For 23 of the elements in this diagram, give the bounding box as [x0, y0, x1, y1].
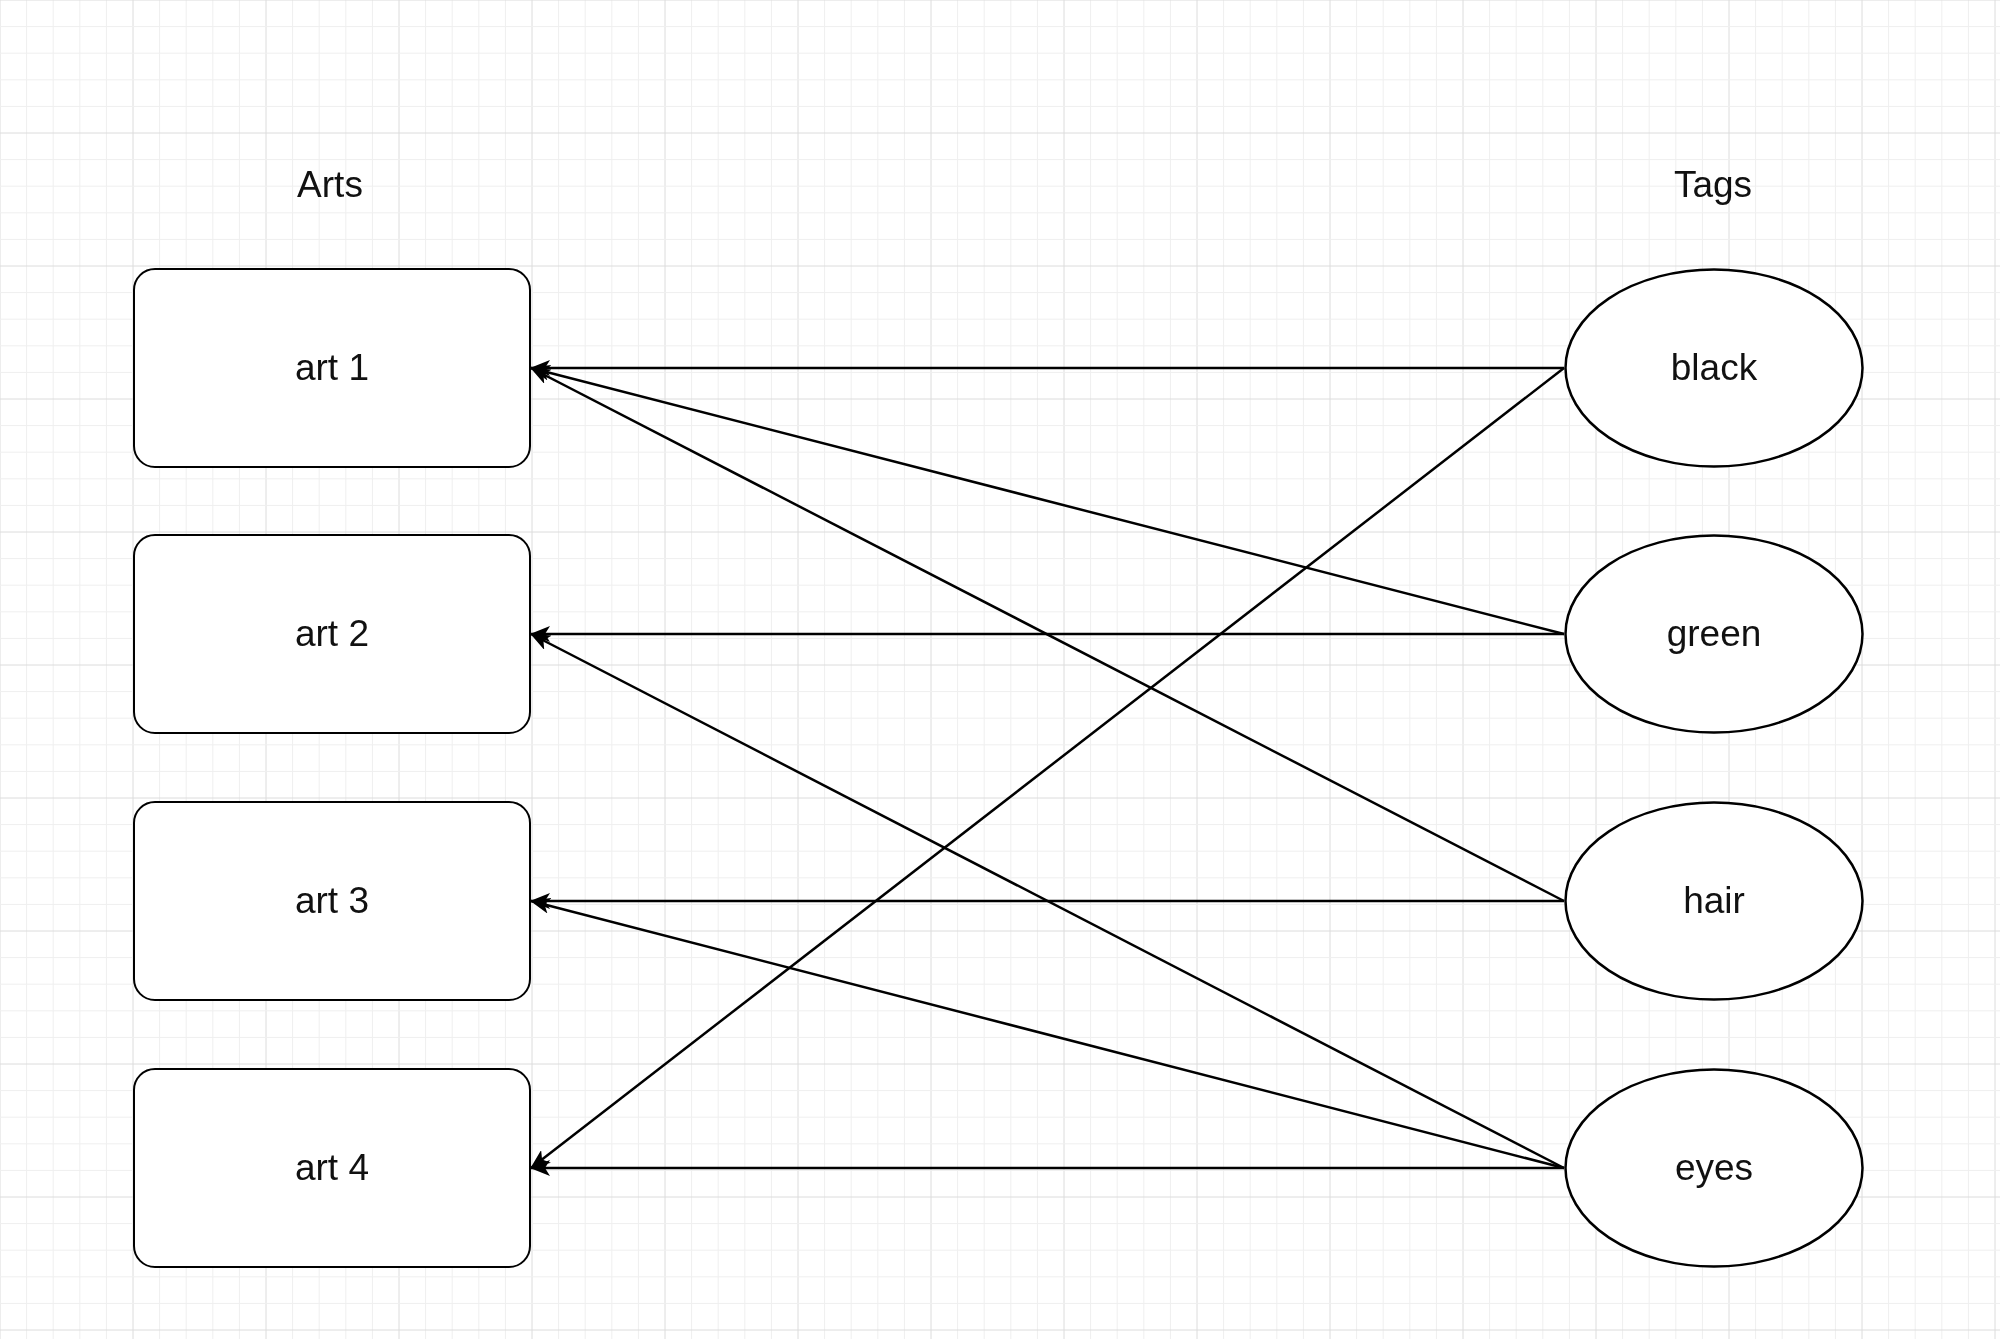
ellipse-node	[1564, 801, 1864, 1001]
node-label: art 3	[294, 880, 369, 922]
arrow	[530, 366, 1565, 903]
rounded-box	[133, 268, 531, 468]
node-label: green	[1666, 613, 1762, 655]
node-label: art 4	[294, 1147, 369, 1189]
arrow	[530, 632, 1565, 1170]
column-heading: Tags	[1673, 164, 1753, 206]
rounded-box	[133, 534, 531, 734]
ellipse-node	[1564, 268, 1864, 468]
arrow	[530, 1160, 1564, 1176]
arrow	[530, 367, 1565, 1169]
node-label: art 1	[294, 347, 369, 389]
rounded-box	[133, 801, 531, 1001]
node-label: art 2	[294, 613, 369, 655]
node-label: hair	[1683, 880, 1745, 922]
arrow	[530, 626, 1564, 642]
rounded-box	[133, 1068, 531, 1268]
column-heading: Arts	[297, 164, 363, 206]
ellipse-node	[1564, 534, 1864, 734]
node-label: black	[1670, 347, 1758, 389]
ellipse-node	[1564, 1068, 1864, 1268]
node-label: eyes	[1674, 1147, 1754, 1189]
